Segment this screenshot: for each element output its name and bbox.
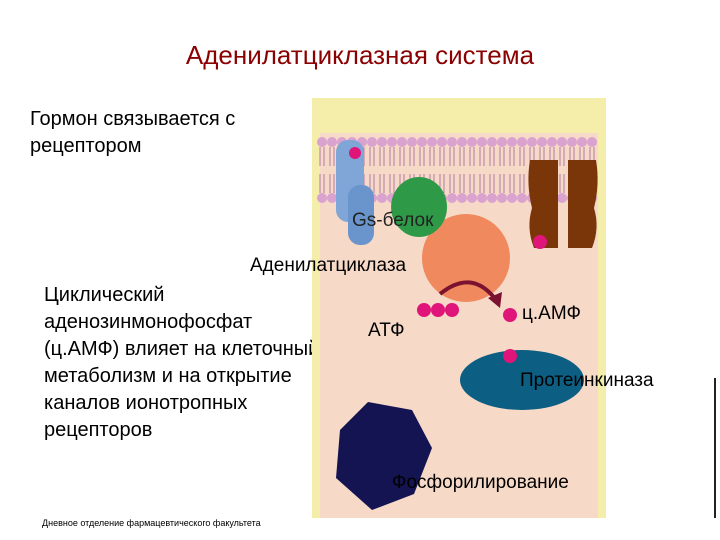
- lipid-head: [497, 193, 507, 203]
- lipid-head: [317, 137, 327, 147]
- gs-protein-label: Gs-белок: [352, 210, 433, 232]
- lipid-head: [327, 193, 337, 203]
- lipid-head: [547, 137, 557, 147]
- lipid-head: [407, 137, 417, 147]
- lipid-head: [497, 137, 507, 147]
- hormone-dot: [349, 147, 361, 159]
- channel-dot: [533, 235, 547, 249]
- adenylate-cyclase-label: Аденилатциклаза: [250, 255, 406, 277]
- camp-label: ц.АМФ: [522, 303, 581, 325]
- lipid-head: [557, 193, 567, 203]
- lipid-head: [327, 137, 337, 147]
- lipid-head: [427, 137, 437, 147]
- lipid-head: [447, 193, 457, 203]
- lipid-head: [527, 137, 537, 147]
- lipid-head: [467, 137, 477, 147]
- lipid-head: [567, 137, 577, 147]
- lipid-head: [477, 193, 487, 203]
- camp-dot: [503, 308, 517, 322]
- kinase-dot: [503, 349, 517, 363]
- phosphorylation-label: Фосфорилирование: [392, 472, 569, 494]
- lipid-head: [557, 137, 567, 147]
- footer-text: Дневное отделение фармацевтического факу…: [42, 518, 261, 528]
- lipid-head: [477, 137, 487, 147]
- atf-label: АТФ: [368, 320, 405, 342]
- lipid-head: [537, 137, 547, 147]
- protein-kinase-label: Протеинкиназа: [520, 370, 654, 392]
- lipid-head: [387, 137, 397, 147]
- lipid-head: [517, 193, 527, 203]
- side-rule: [714, 378, 716, 518]
- lipid-head: [467, 193, 477, 203]
- lipid-head: [507, 193, 517, 203]
- lipid-head: [437, 137, 447, 147]
- lipid-head: [317, 193, 327, 203]
- lipid-head: [377, 193, 387, 203]
- lipid-head: [587, 137, 597, 147]
- lipid-head: [447, 137, 457, 147]
- lipid-head: [457, 137, 467, 147]
- lipid-head: [457, 193, 467, 203]
- lipid-head: [487, 193, 497, 203]
- lipid-head: [487, 137, 497, 147]
- lipid-head: [397, 137, 407, 147]
- lipid-head: [377, 137, 387, 147]
- lipid-head: [367, 137, 377, 147]
- lipid-head: [577, 137, 587, 147]
- extracellular-space: [320, 105, 598, 133]
- lipid-head: [507, 137, 517, 147]
- lipid-head: [417, 137, 427, 147]
- lipid-head: [517, 137, 527, 147]
- atp-dots: [417, 303, 459, 317]
